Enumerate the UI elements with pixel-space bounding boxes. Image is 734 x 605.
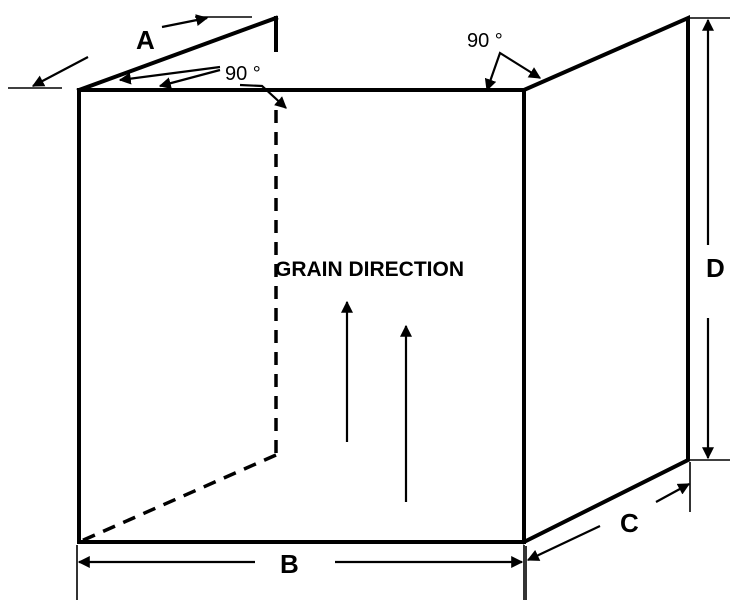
dim-c-arrow-left: [526, 525, 601, 561]
right-side-panel: [521, 14, 690, 545]
angle-right-label: 90 °: [467, 30, 503, 52]
angle-left-leader-3: [239, 83, 287, 109]
angle-right-leader: [484, 51, 542, 92]
grain-direction-label: GRAIN DIRECTION: [275, 258, 464, 281]
left-panel-bottom-edge-hidden: [78, 453, 277, 544]
dim-d-label: D: [706, 253, 725, 283]
left-panel-top-edge: [76, 15, 279, 93]
angle-left-leader-2: [158, 68, 221, 90]
dim-c-label: C: [620, 508, 639, 538]
dim-c-arrow-right: [655, 483, 691, 503]
angle-left-leader-1: [118, 65, 221, 85]
angle-left-label: 90 °: [225, 63, 261, 85]
dim-b-label: B: [280, 549, 299, 579]
dim-a-arrow-right: [161, 14, 209, 29]
dim-a-arrow-left: [31, 56, 89, 87]
front-panel: [77, 88, 526, 544]
dim-a-label: A: [136, 25, 155, 55]
